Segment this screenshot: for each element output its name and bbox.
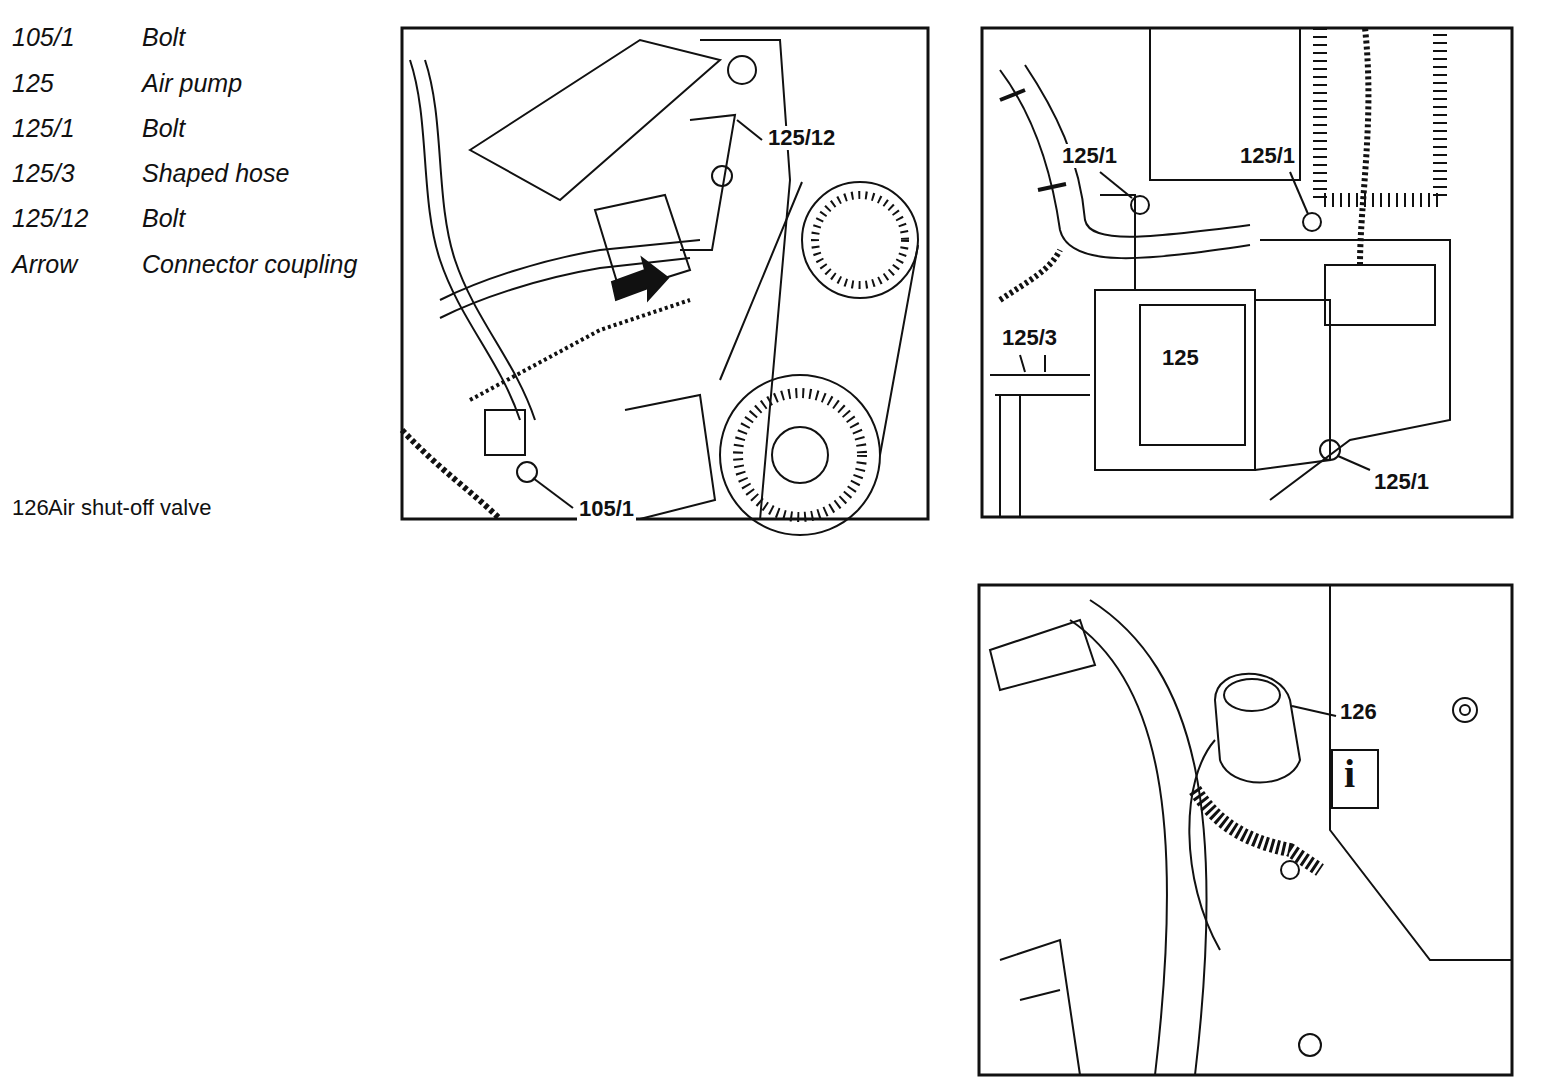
- info-box: [1332, 750, 1378, 808]
- leader-line: [1044, 355, 1046, 372]
- bracket: [700, 40, 790, 520]
- hose-clamp: [1000, 90, 1066, 190]
- ground-plate: [990, 375, 1090, 517]
- callout-number: 126: [1338, 700, 1379, 724]
- legend-text: Air shut-off valve: [48, 496, 211, 520]
- callout-number: 125/12: [766, 126, 837, 150]
- bolt: [1320, 440, 1340, 460]
- pump-mount: [1100, 195, 1330, 470]
- connector: [1325, 265, 1435, 325]
- leader-line: [1020, 355, 1025, 372]
- bolt: [1460, 705, 1470, 715]
- bolt: [1131, 196, 1149, 214]
- vacuum-line: [1189, 740, 1220, 950]
- sensor: [485, 410, 525, 455]
- wire: [470, 300, 690, 400]
- leader-line: [1100, 172, 1132, 198]
- legend-code: 105/1: [12, 24, 75, 52]
- engine-cover: [1330, 585, 1512, 960]
- bracket: [470, 40, 720, 200]
- callout-number: 125: [1160, 346, 1201, 370]
- legend-text: Bolt: [142, 205, 185, 233]
- hose: [410, 60, 520, 420]
- bracket: [1000, 940, 1080, 1075]
- air-pump-inner: [1140, 305, 1245, 445]
- pulley-ribs: [738, 393, 862, 517]
- duct-end: [990, 620, 1095, 690]
- leader-line: [1290, 172, 1308, 214]
- panel-frame: [402, 28, 928, 519]
- bolt: [1299, 1034, 1321, 1056]
- pulley: [802, 182, 918, 298]
- leader-line: [533, 478, 573, 508]
- info-symbol: i: [1344, 752, 1355, 796]
- callout-number: 125/1: [1060, 144, 1119, 168]
- pulley-ribs: [815, 195, 905, 285]
- belt: [720, 182, 918, 455]
- legend-text: Shaped hose: [142, 160, 289, 188]
- clip: [680, 115, 735, 250]
- housing: [625, 395, 715, 519]
- wire: [1360, 28, 1368, 265]
- callout-number: 125/3: [1000, 326, 1059, 350]
- panel-air-pump: [982, 28, 1512, 517]
- hose: [440, 258, 690, 318]
- valve-cap: [1224, 679, 1280, 711]
- hose: [440, 240, 700, 300]
- legend-text: Bolt: [142, 115, 185, 143]
- duct: [1070, 620, 1167, 1075]
- valve-body: [1215, 674, 1300, 783]
- air-pump: [1095, 290, 1255, 470]
- valve-hose: [1195, 790, 1320, 870]
- legend-code: 125: [12, 70, 54, 98]
- alternator: [1150, 28, 1300, 180]
- panel-frame: [982, 28, 1512, 517]
- panel-shut-off-valve: [979, 585, 1512, 1075]
- leader-line: [1292, 706, 1336, 716]
- bolt: [1281, 861, 1299, 879]
- callout-number: 125/1: [1238, 144, 1297, 168]
- legend-code: 125/3: [12, 160, 75, 188]
- legend-text: Bolt: [142, 24, 185, 52]
- hose: [425, 60, 535, 420]
- shaped-hose: [1025, 65, 1250, 237]
- wire: [1000, 250, 1060, 300]
- legend-code: Arrow: [12, 251, 77, 279]
- bolt: [712, 166, 732, 186]
- callout-number: 125/1: [1372, 470, 1431, 494]
- bolt: [728, 56, 756, 84]
- pulley: [720, 375, 880, 535]
- legend-code: 125/1: [12, 115, 75, 143]
- leader-line: [737, 120, 762, 140]
- leader-line: [1338, 456, 1370, 470]
- pulley-hub: [772, 427, 828, 483]
- bolt: [1303, 213, 1321, 231]
- bracket: [1260, 240, 1450, 500]
- bolt: [1453, 698, 1477, 722]
- legend-text: Air pump: [142, 70, 242, 98]
- panel-frame: [979, 585, 1512, 1075]
- legend-code: 126: [12, 496, 49, 520]
- panel-engine-front: [402, 28, 928, 535]
- arrow: [612, 258, 668, 300]
- legend-code: 125/12: [12, 205, 88, 233]
- legend-text: Connector coupling: [142, 251, 357, 279]
- callout-number: 105/1: [577, 497, 636, 521]
- alternator-fins: [1320, 28, 1440, 200]
